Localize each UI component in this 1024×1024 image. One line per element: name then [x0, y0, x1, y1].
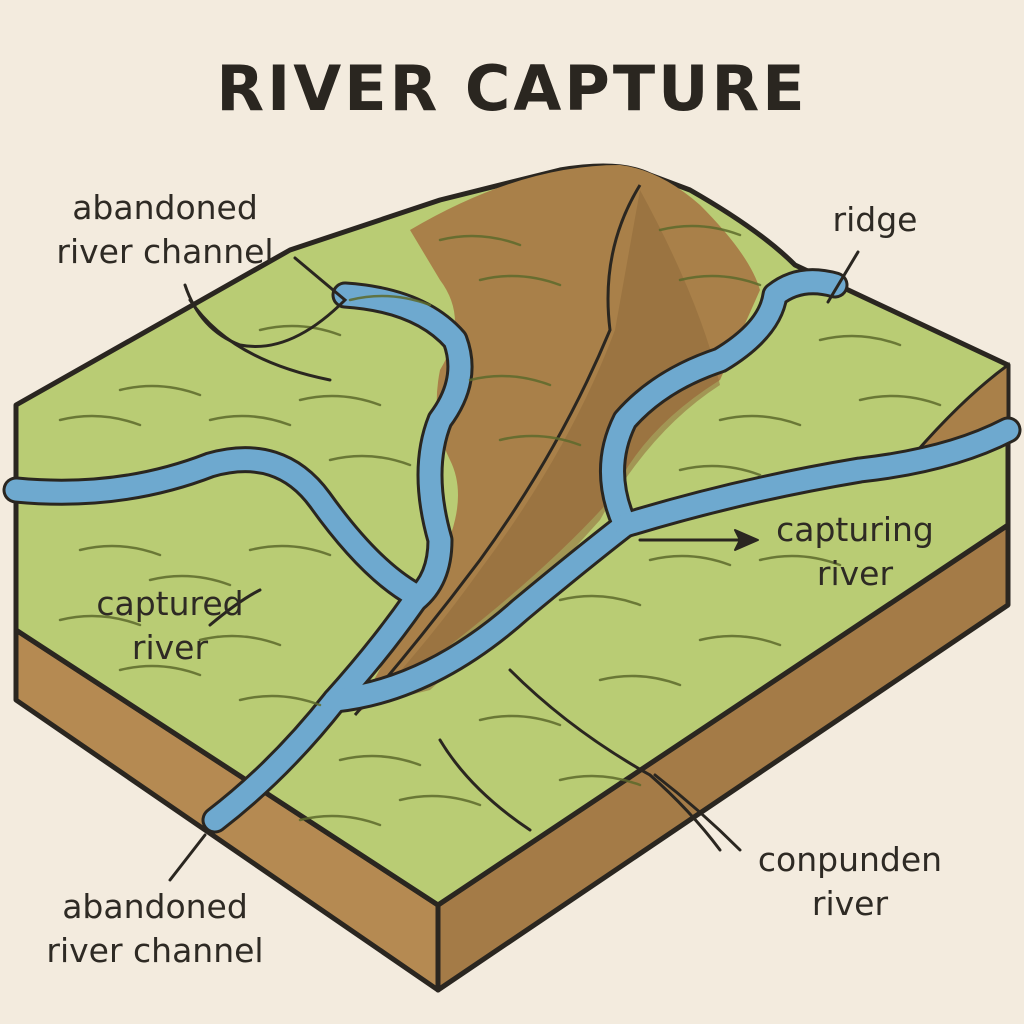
pointer-conpunden [653, 773, 742, 852]
capture-channel [324, 514, 636, 711]
arrow-head-icon [734, 529, 759, 551]
ridge-crest-line [353, 184, 642, 716]
label-line: river [816, 554, 894, 593]
pointer-captured [208, 588, 262, 627]
label-line: river [131, 628, 209, 667]
captured-river-channel [5, 449, 426, 606]
label-line: captured [96, 584, 244, 623]
tributary-line [438, 738, 532, 832]
label-line: capturing [776, 510, 934, 549]
tributary-line [508, 668, 652, 777]
label-capturing-river: capturing river [760, 508, 950, 596]
label-abandoned-channel-bottom: abandoned river channel [30, 885, 280, 973]
label-line: abandoned [62, 887, 248, 926]
pointer-abandoned-bottom [168, 833, 207, 882]
label-line: ridge [832, 200, 918, 239]
label-captured-river: captured river [80, 582, 260, 670]
label-line: abandoned [72, 188, 258, 227]
label-line: river channel [56, 232, 274, 271]
label-line: river channel [46, 931, 264, 970]
pointer-ridge [826, 250, 860, 304]
label-ridge: ridge [820, 198, 930, 242]
abandoned-river-channel-upper [334, 284, 471, 611]
capturing-river-upper [602, 271, 846, 536]
label-abandoned-channel-top: abandoned river channel [40, 186, 290, 274]
capturing-river-main [614, 419, 1019, 536]
pointer-abandoned-top [183, 256, 348, 349]
label-line: conpunden [757, 840, 943, 879]
ridge-shade [370, 190, 720, 705]
diagram-title: RIVER CAPTURE [216, 52, 808, 125]
tributary-line [648, 773, 722, 852]
label-conpunden-river: conpunden river [740, 838, 960, 926]
label-line: river [811, 884, 889, 923]
